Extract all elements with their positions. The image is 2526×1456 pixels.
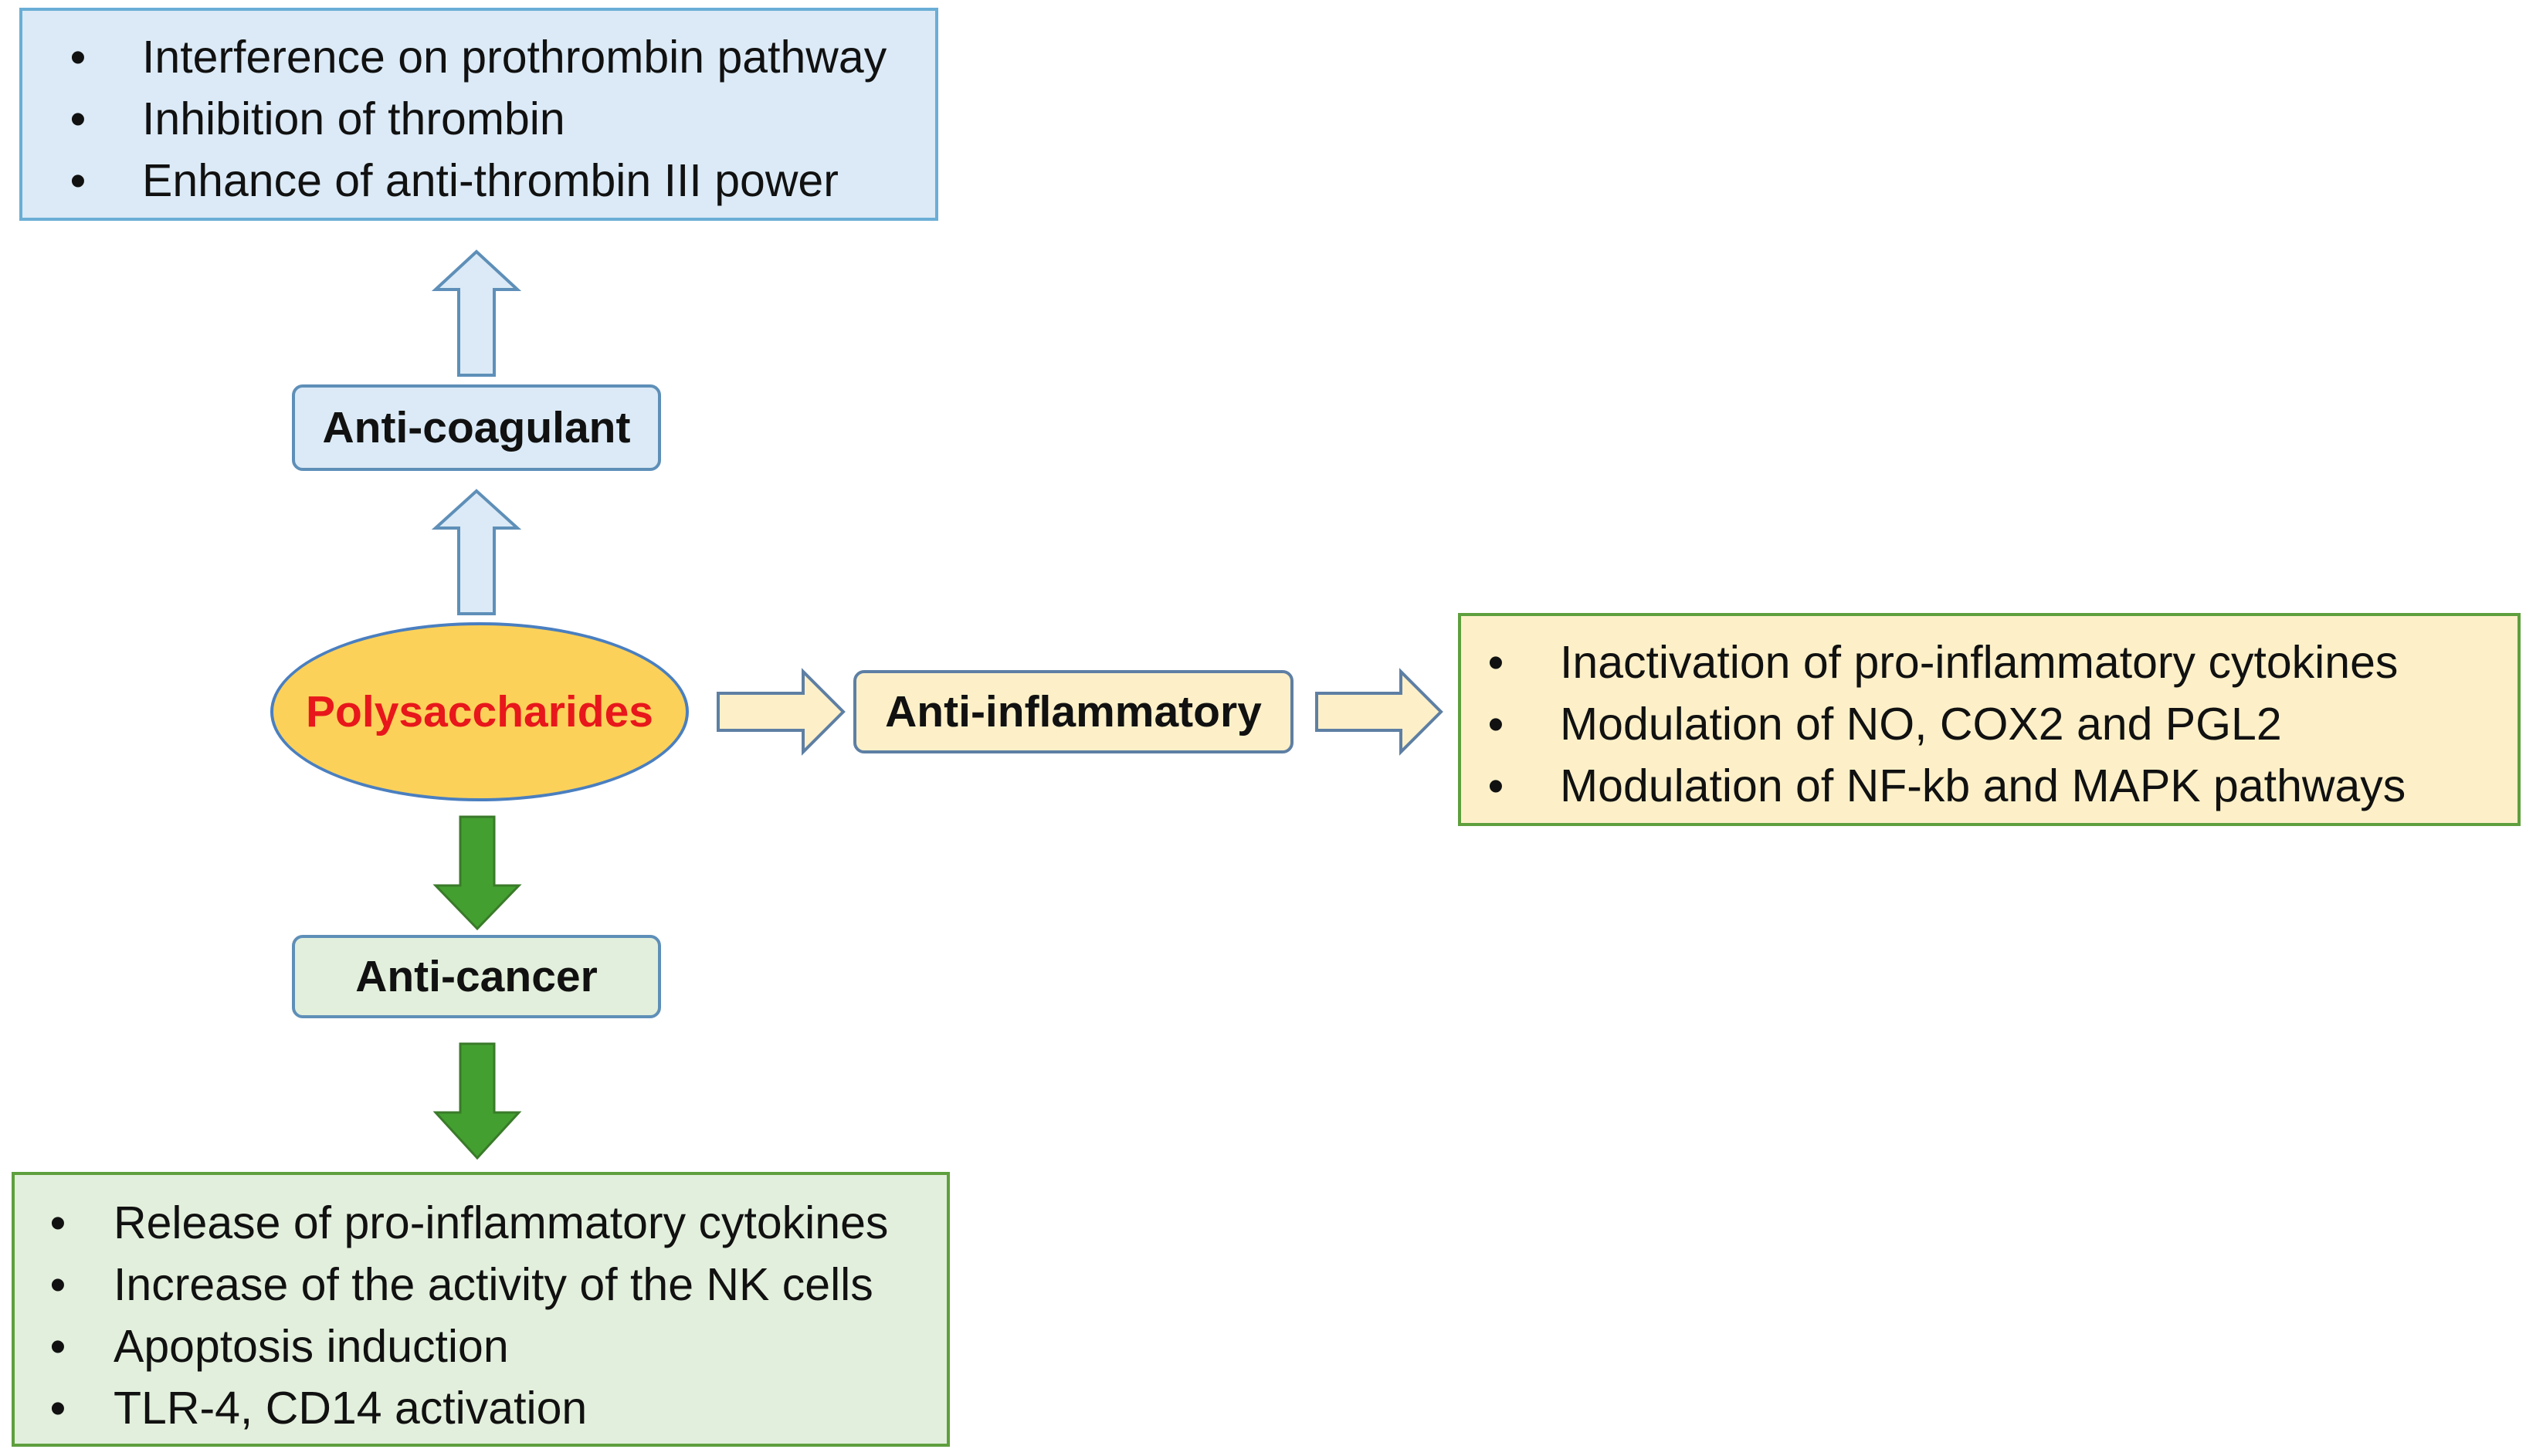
anti-inflammatory-effects-list: •Inactivation of pro-inflammatory cytoki…: [1480, 631, 2518, 817]
arrow-up-coagulant: [431, 489, 522, 615]
list-item: •Increase of the activity of the NK cell…: [42, 1254, 947, 1315]
arrow-right-inflammatory-effects: [1315, 668, 1443, 756]
anti-coagulant-effects-box: •Interference on prothrombin pathway •In…: [19, 8, 938, 221]
anti-cancer-node: Anti-cancer: [292, 935, 661, 1018]
anti-inflammatory-effects-box: •Inactivation of pro-inflammatory cytoki…: [1458, 613, 2521, 826]
polysaccharides-node: Polysaccharides: [270, 622, 689, 801]
effect-text: Interference on prothrombin pathway: [142, 32, 887, 83]
arrow-down-cancer-effects: [432, 1042, 522, 1160]
anti-coagulant-effects-list: •Interference on prothrombin pathway •In…: [63, 26, 935, 212]
effect-text: Inactivation of pro-inflammatory cytokin…: [1560, 637, 2399, 688]
anti-cancer-effects-box: •Release of pro-inflammatory cytokines •…: [12, 1172, 950, 1447]
list-item: •Enhance of anti-thrombin III power: [63, 150, 935, 212]
effect-text: Enhance of anti-thrombin III power: [142, 155, 839, 206]
effect-text: Apoptosis induction: [114, 1321, 509, 1372]
arrow-up-coagulant-effects: [431, 249, 522, 377]
effect-text: Modulation of NF-kb and MAPK pathways: [1560, 760, 2406, 811]
anti-cancer-effects-list: •Release of pro-inflammatory cytokines •…: [42, 1192, 947, 1439]
anti-coagulant-label: Anti-coagulant: [322, 403, 631, 452]
arrow-right-inflammatory: [717, 668, 846, 756]
anti-coagulant-node: Anti-coagulant: [292, 384, 661, 471]
anti-inflammatory-node: Anti-inflammatory: [853, 670, 1294, 753]
list-item: •Release of pro-inflammatory cytokines: [42, 1192, 947, 1254]
arrow-down-cancer: [432, 815, 522, 931]
effect-text: Release of pro-inflammatory cytokines: [114, 1197, 889, 1248]
polysaccharides-label: Polysaccharides: [306, 687, 653, 736]
anti-inflammatory-label: Anti-inflammatory: [885, 687, 1262, 736]
list-item: •Modulation of NF-kb and MAPK pathways: [1480, 755, 2518, 817]
list-item: •Apoptosis induction: [42, 1315, 947, 1377]
list-item: •Inactivation of pro-inflammatory cytoki…: [1480, 631, 2518, 693]
effect-text: Modulation of NO, COX2 and PGL2: [1560, 699, 2282, 750]
list-item: •TLR-4, CD14 activation: [42, 1377, 947, 1439]
effect-text: Increase of the activity of the NK cells: [114, 1259, 873, 1310]
effect-text: Inhibition of thrombin: [142, 93, 565, 144]
list-item: •Modulation of NO, COX2 and PGL2: [1480, 693, 2518, 755]
list-item: •Interference on prothrombin pathway: [63, 26, 935, 88]
anti-cancer-label: Anti-cancer: [355, 952, 598, 1001]
list-item: •Inhibition of thrombin: [63, 88, 935, 150]
effect-text: TLR-4, CD14 activation: [114, 1383, 588, 1434]
